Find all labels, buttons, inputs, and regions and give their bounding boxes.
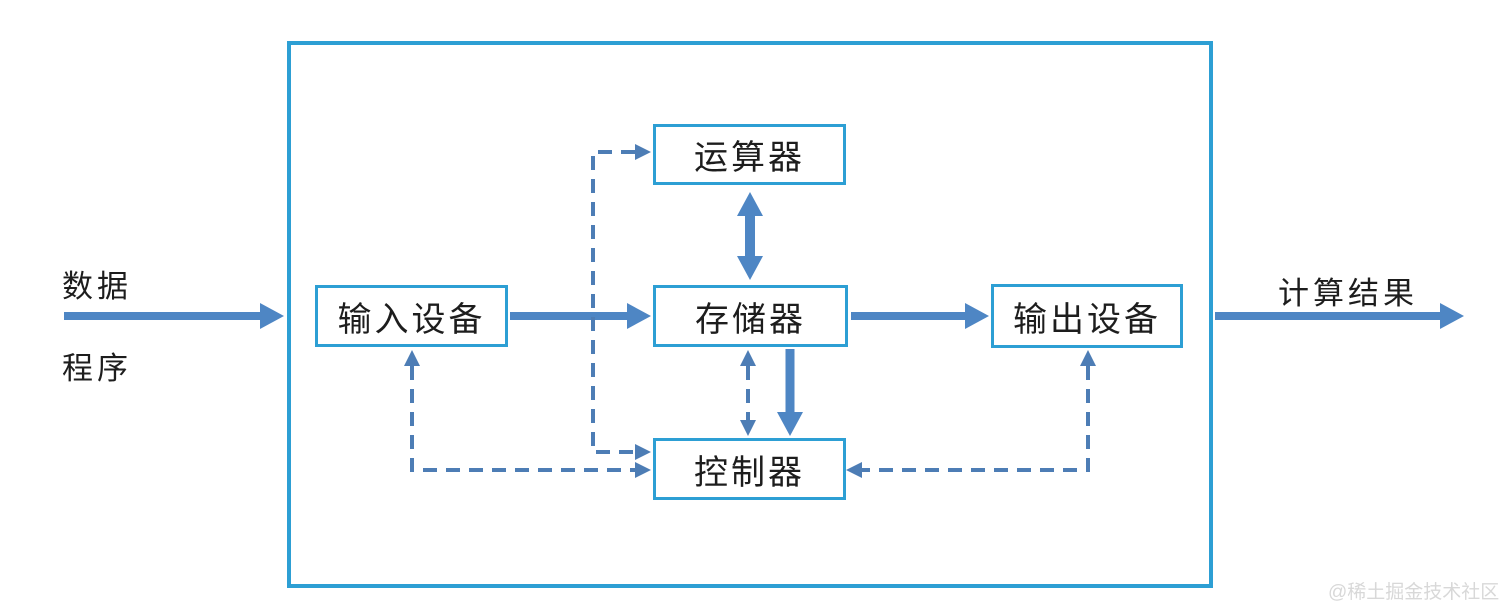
node-output-device-label: 输出设备 xyxy=(1013,301,1161,339)
node-memory-label: 存储器 xyxy=(695,301,806,339)
node-memory: 存储器 xyxy=(653,285,848,347)
label-program: 程序 xyxy=(62,351,132,386)
label-data: 数据 xyxy=(62,269,132,304)
node-input-device: 输入设备 xyxy=(315,285,508,347)
node-alu-label: 运算器 xyxy=(694,140,805,177)
system-boundary-box xyxy=(287,41,1213,588)
watermark: @稀土掘金技术社区 xyxy=(1328,582,1500,603)
node-controller-label: 控制器 xyxy=(694,454,805,492)
dashed-controller-alu-path xyxy=(591,144,651,460)
node-input-device-label: 输入设备 xyxy=(337,301,486,339)
dashed-controller-input-path xyxy=(404,350,651,478)
node-controller: 控制器 xyxy=(653,438,846,500)
dashed-controller-output-path xyxy=(846,350,1096,478)
node-alu: 运算器 xyxy=(653,124,846,185)
label-computation-result: 计算结果 xyxy=(1278,276,1418,311)
node-output-device: 输出设备 xyxy=(991,284,1183,348)
